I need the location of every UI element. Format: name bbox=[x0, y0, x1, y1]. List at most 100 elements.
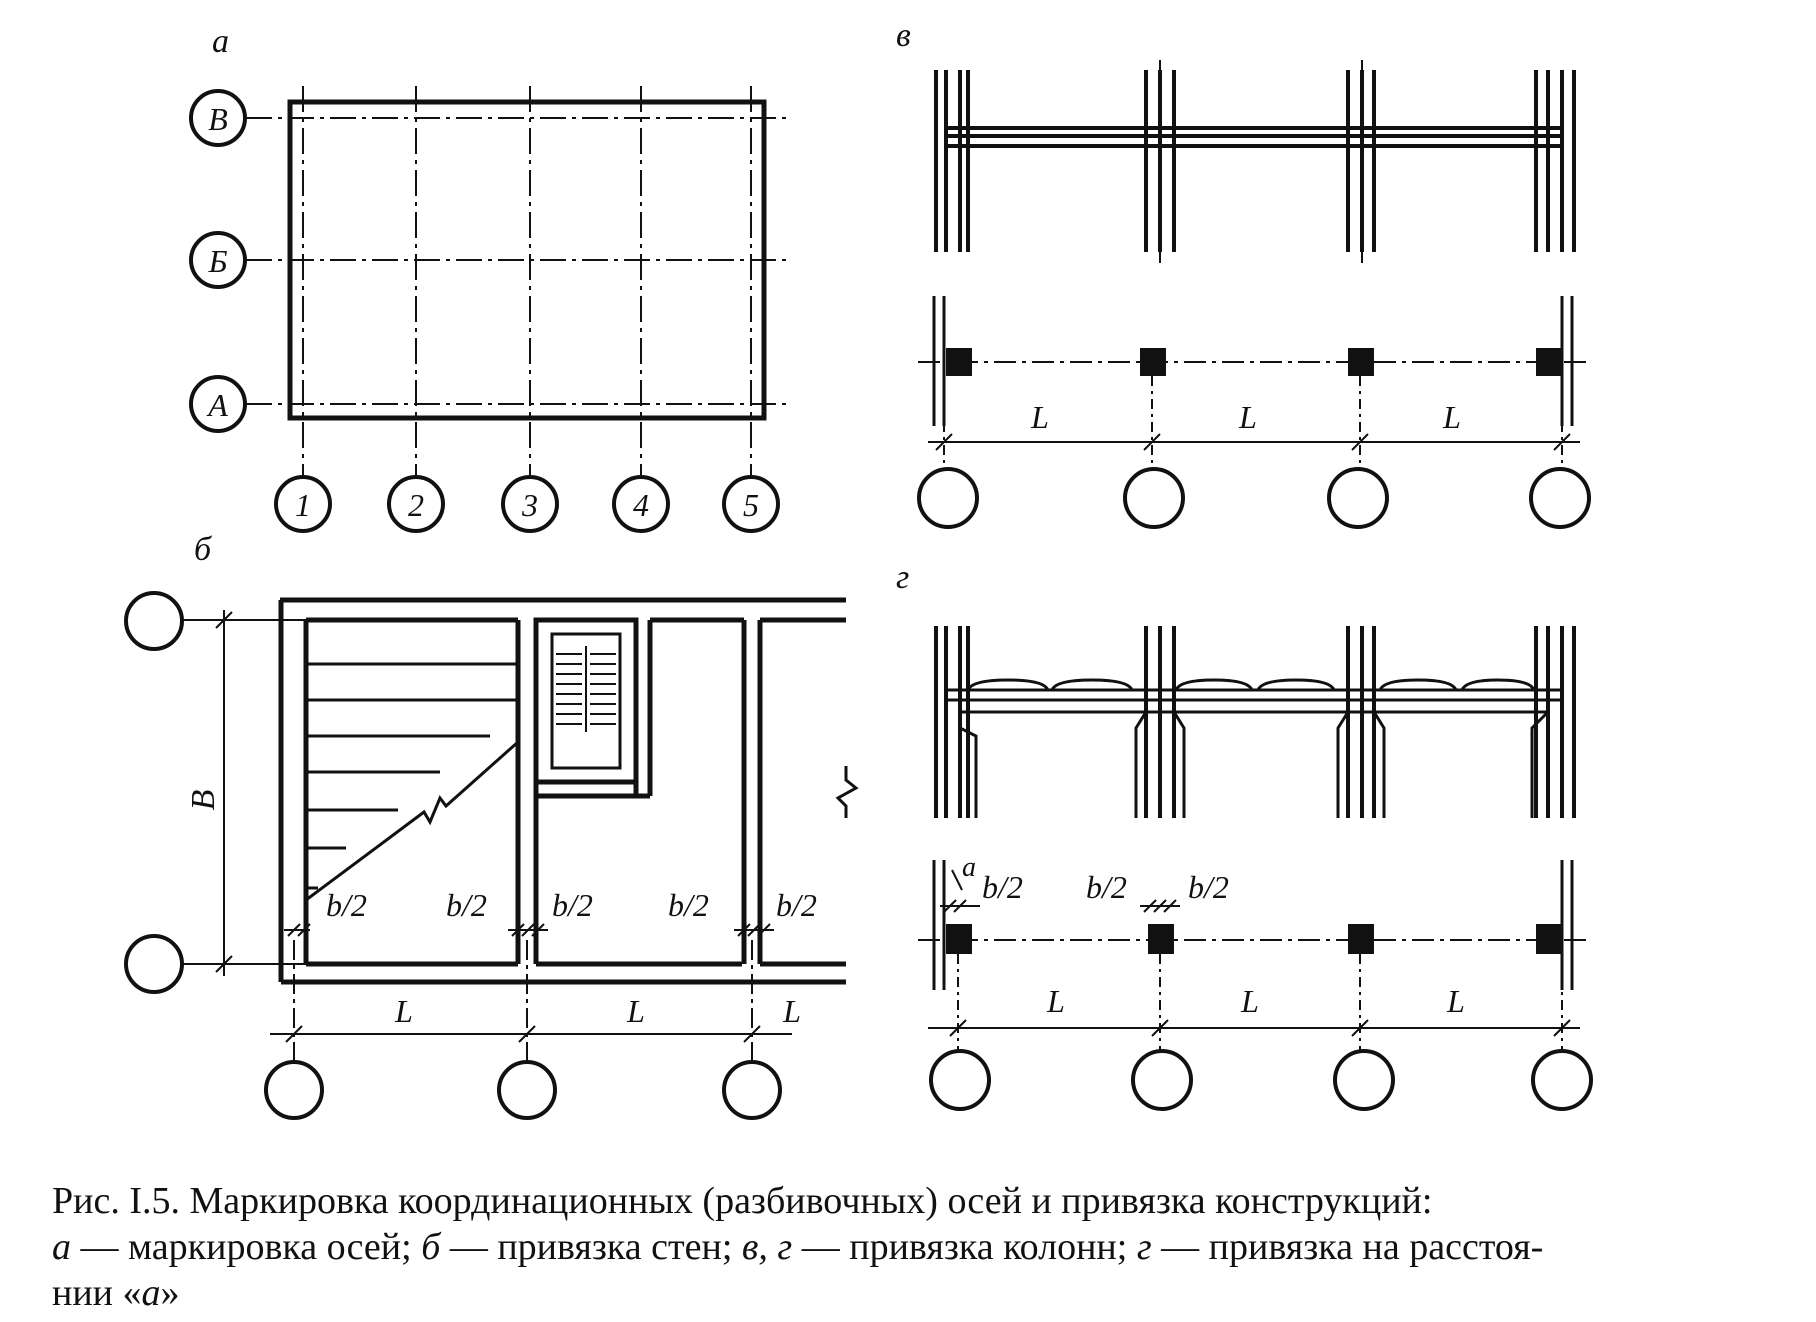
axis-marker-g3 bbox=[1333, 1049, 1395, 1111]
span-dimension-b bbox=[270, 1025, 792, 1043]
column-markers: 1 2 3 4 5 bbox=[274, 475, 780, 533]
caption-part: а bbox=[52, 1226, 71, 1268]
axis-marker-v2 bbox=[1123, 467, 1185, 529]
axis-marker-5 bbox=[722, 475, 780, 533]
span-dimension-v bbox=[928, 433, 1580, 451]
walls bbox=[278, 597, 846, 985]
axis-marker-v1 bbox=[917, 467, 979, 529]
axis-marker-b2 bbox=[497, 1060, 557, 1120]
span-label-b2: L bbox=[626, 993, 645, 1029]
axis-marker-v4 bbox=[1529, 467, 1591, 529]
plan-column-axes-g bbox=[957, 954, 1563, 1052]
column-centerlines-v bbox=[1159, 60, 1363, 268]
dimension-height bbox=[180, 610, 306, 976]
span-label-b3: L bbox=[782, 993, 801, 1029]
plan-walls-g bbox=[932, 860, 1574, 990]
half-label-2: b/2 bbox=[446, 887, 487, 923]
axis-marker-g1 bbox=[929, 1049, 991, 1111]
caption-part: — маркировка осей; bbox=[71, 1226, 422, 1268]
floor-slabs bbox=[305, 662, 519, 902]
panel-g-label: г bbox=[896, 559, 909, 596]
column-axes bbox=[302, 86, 752, 478]
span-label-v2: L bbox=[1238, 399, 1257, 435]
height-label: В bbox=[185, 789, 222, 810]
axis-marker-v bbox=[189, 89, 247, 147]
axis-marker-1 bbox=[274, 475, 332, 533]
half-label-1: b/2 bbox=[326, 887, 367, 923]
caption-part: — привязка стен; bbox=[440, 1226, 742, 1268]
figure-caption: Рис. I.5. Маркировка координационных (ра… bbox=[52, 1178, 1764, 1316]
ribbed-slab-g bbox=[946, 678, 1562, 714]
half-label-g2: b/2 bbox=[1086, 869, 1127, 905]
plan-columns-g bbox=[946, 924, 1562, 954]
caption-part: — привязка колонн; bbox=[792, 1226, 1137, 1268]
span-label-g2: L bbox=[1240, 983, 1259, 1019]
axis-marker-g4 bbox=[1531, 1049, 1593, 1111]
frame-columns-g bbox=[934, 626, 1576, 818]
caption-title: Рис. I.5. Маркировка координационных (ра… bbox=[52, 1180, 1433, 1222]
axis-marker-1-text: 1 bbox=[295, 487, 311, 523]
panel-b-label: б bbox=[194, 531, 213, 568]
caption-part: » bbox=[160, 1272, 180, 1314]
plan-column-axes-v bbox=[943, 376, 1563, 466]
caption-line-3: нии «а» bbox=[52, 1270, 1764, 1316]
corbels-g bbox=[958, 710, 1550, 818]
span-label-v3: L bbox=[1442, 399, 1461, 435]
axis-marker-b-bottom bbox=[124, 934, 184, 994]
axis-marker-v-text: В bbox=[208, 101, 228, 137]
row-markers: В Б А bbox=[189, 89, 247, 433]
axis-marker-2 bbox=[387, 475, 445, 533]
half-label-g1: b/2 bbox=[982, 869, 1023, 905]
building-outline bbox=[287, 99, 767, 421]
span-label-g3: L bbox=[1446, 983, 1465, 1019]
stair-treads bbox=[556, 646, 616, 732]
caption-line-2: а — маркировка осей; б — привязка стен; … bbox=[52, 1224, 1764, 1270]
axis-marker-b3 bbox=[722, 1060, 782, 1120]
axis-marker-g2 bbox=[1131, 1049, 1193, 1111]
caption-part: б bbox=[421, 1226, 441, 1268]
panel-g: г bbox=[896, 559, 1593, 1111]
axis-marker-4 bbox=[612, 475, 670, 533]
half-thickness-labels: b/2 b/2 b/2 b/2 b/2 bbox=[326, 887, 817, 923]
caption-part: в, г bbox=[741, 1226, 793, 1268]
panel-v-label: в bbox=[896, 17, 911, 54]
plan-columns-v bbox=[946, 348, 1562, 376]
caption-part: г bbox=[1136, 1226, 1152, 1268]
half-label-3: b/2 bbox=[552, 887, 593, 923]
axis-marker-5-text: 5 bbox=[743, 487, 759, 523]
caption-part: — привязка на расстоя- bbox=[1151, 1226, 1544, 1268]
half-label-4: b/2 bbox=[668, 887, 709, 923]
axis-marker-b bbox=[189, 231, 247, 289]
axis-marker-4-text: 4 bbox=[633, 487, 649, 523]
half-label-g3: b/2 bbox=[1188, 869, 1229, 905]
axis-marker-b-text: Б bbox=[208, 243, 228, 279]
half-label-5: b/2 bbox=[776, 887, 817, 923]
span-dimension-g bbox=[928, 1019, 1580, 1037]
axis-marker-b1 bbox=[264, 1060, 324, 1120]
frame-beam-v bbox=[946, 126, 1562, 148]
span-label-g1: L bbox=[1046, 983, 1065, 1019]
panel-v: в bbox=[896, 17, 1591, 529]
axis-marker-a-text: А bbox=[206, 387, 228, 423]
caption-part: нии « bbox=[52, 1272, 142, 1314]
caption-line-1: Рис. I.5. Маркировка координационных (ра… bbox=[52, 1178, 1764, 1224]
axis-marker-2-text: 2 bbox=[408, 487, 424, 523]
axis-marker-a bbox=[189, 375, 247, 433]
axis-marker-3 bbox=[501, 475, 559, 533]
panel-b: б bbox=[124, 531, 859, 1120]
axis-marker-3-text: 3 bbox=[521, 487, 538, 523]
frame-columns-v bbox=[934, 70, 1576, 252]
offset-ticks-g bbox=[940, 869, 1180, 913]
break-mark bbox=[835, 766, 859, 818]
axis-marker-b-top bbox=[124, 591, 184, 651]
span-label-b1: L bbox=[394, 993, 413, 1029]
panel-a: а В Б А 1 2 bbox=[189, 23, 790, 533]
row-axes bbox=[246, 117, 790, 405]
wall-axes bbox=[293, 940, 753, 1064]
offset-label: а bbox=[962, 852, 976, 883]
panel-a-label: а bbox=[212, 23, 229, 60]
axis-marker-v3 bbox=[1327, 467, 1389, 529]
caption-part: а bbox=[141, 1272, 161, 1314]
half-thickness-ticks bbox=[284, 923, 774, 937]
